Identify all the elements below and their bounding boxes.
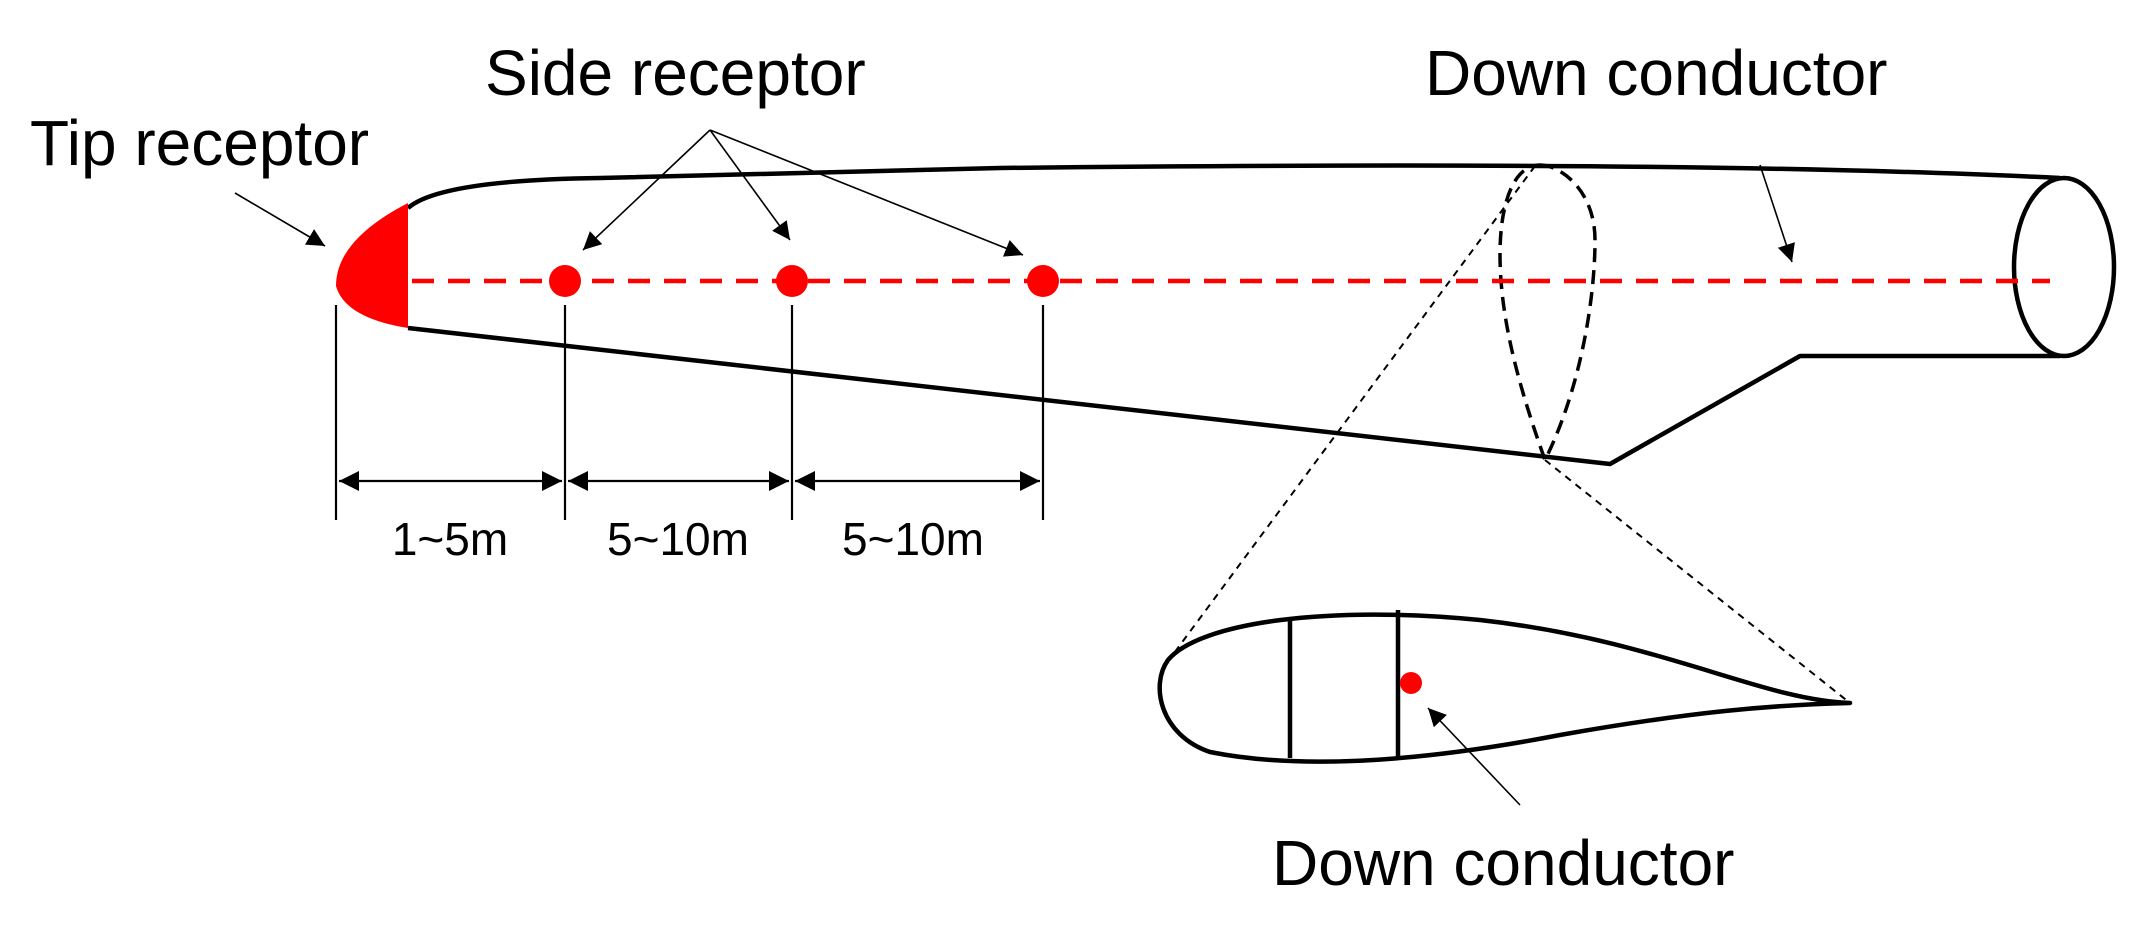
airfoil-cross-section	[1157, 610, 1853, 764]
side-receptor-3	[1027, 265, 1059, 297]
side-receptor-leader-2	[709, 129, 791, 241]
blade-outline	[406, 163, 2117, 467]
side-receptor-1	[549, 265, 581, 297]
down-conductor-label-bottom: Down conductor	[1272, 827, 1734, 899]
airfoil-outline	[1157, 612, 1853, 764]
airfoil-down-conductor-dot	[1400, 672, 1422, 694]
blade-upper-edge	[406, 163, 2061, 210]
dimension-label-2: 5~10m	[607, 513, 749, 565]
side-receptor-2	[776, 265, 808, 297]
tip-receptor-leader	[234, 192, 326, 247]
internal-section-outline	[1498, 163, 1597, 465]
blade-root-section	[2011, 175, 2117, 359]
tip-receptor-shape	[336, 203, 408, 328]
dimension-label-3: 5~10m	[842, 513, 984, 565]
side-receptor-leader-1	[582, 129, 711, 251]
side-receptor-leader-3	[709, 129, 1024, 257]
down-conductor-leader-bottom	[1427, 707, 1521, 806]
projection-line-left	[1162, 165, 1536, 669]
dimension-label-1: 1~5m	[392, 513, 508, 565]
blade-lower-edge	[407, 325, 2060, 467]
tip-receptor-label: Tip receptor	[30, 107, 369, 179]
side-receptor-label: Side receptor	[485, 37, 866, 109]
down-conductor-label-top: Down conductor	[1425, 37, 1887, 109]
down-conductor-leader-top	[1759, 164, 1795, 263]
